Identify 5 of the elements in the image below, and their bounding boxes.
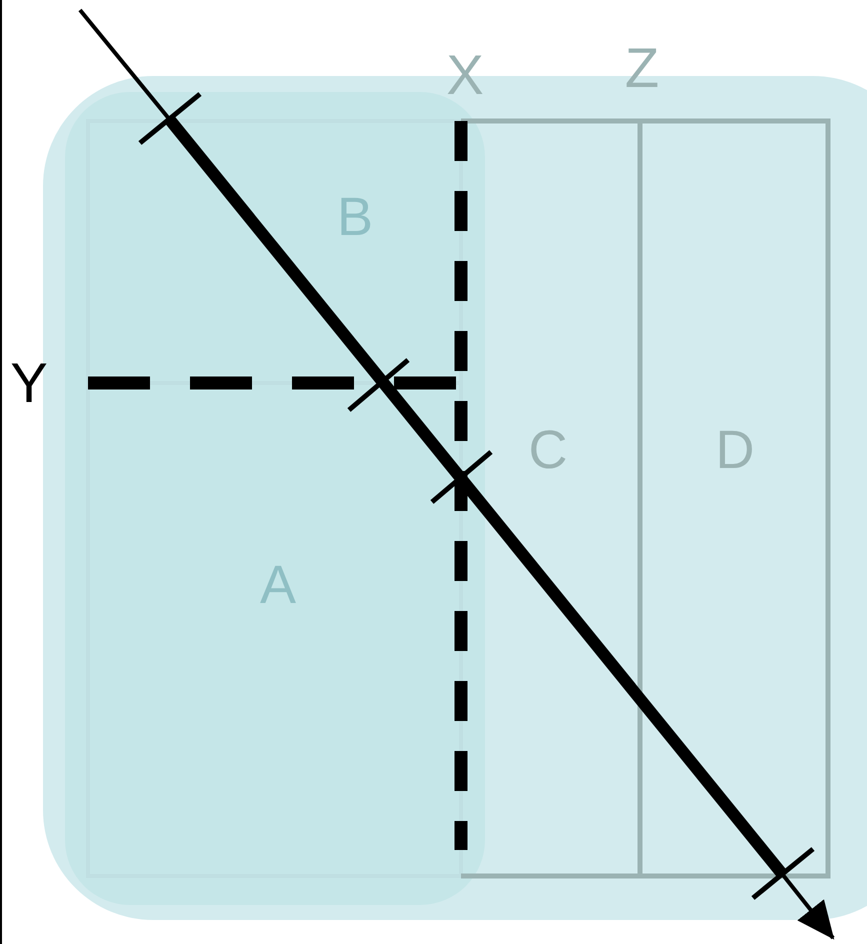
region-label: C bbox=[528, 423, 568, 477]
axis-label: Z bbox=[624, 40, 660, 96]
axis-label: X bbox=[446, 47, 484, 103]
region-label: D bbox=[716, 423, 754, 477]
axis-label: Y bbox=[10, 355, 48, 411]
